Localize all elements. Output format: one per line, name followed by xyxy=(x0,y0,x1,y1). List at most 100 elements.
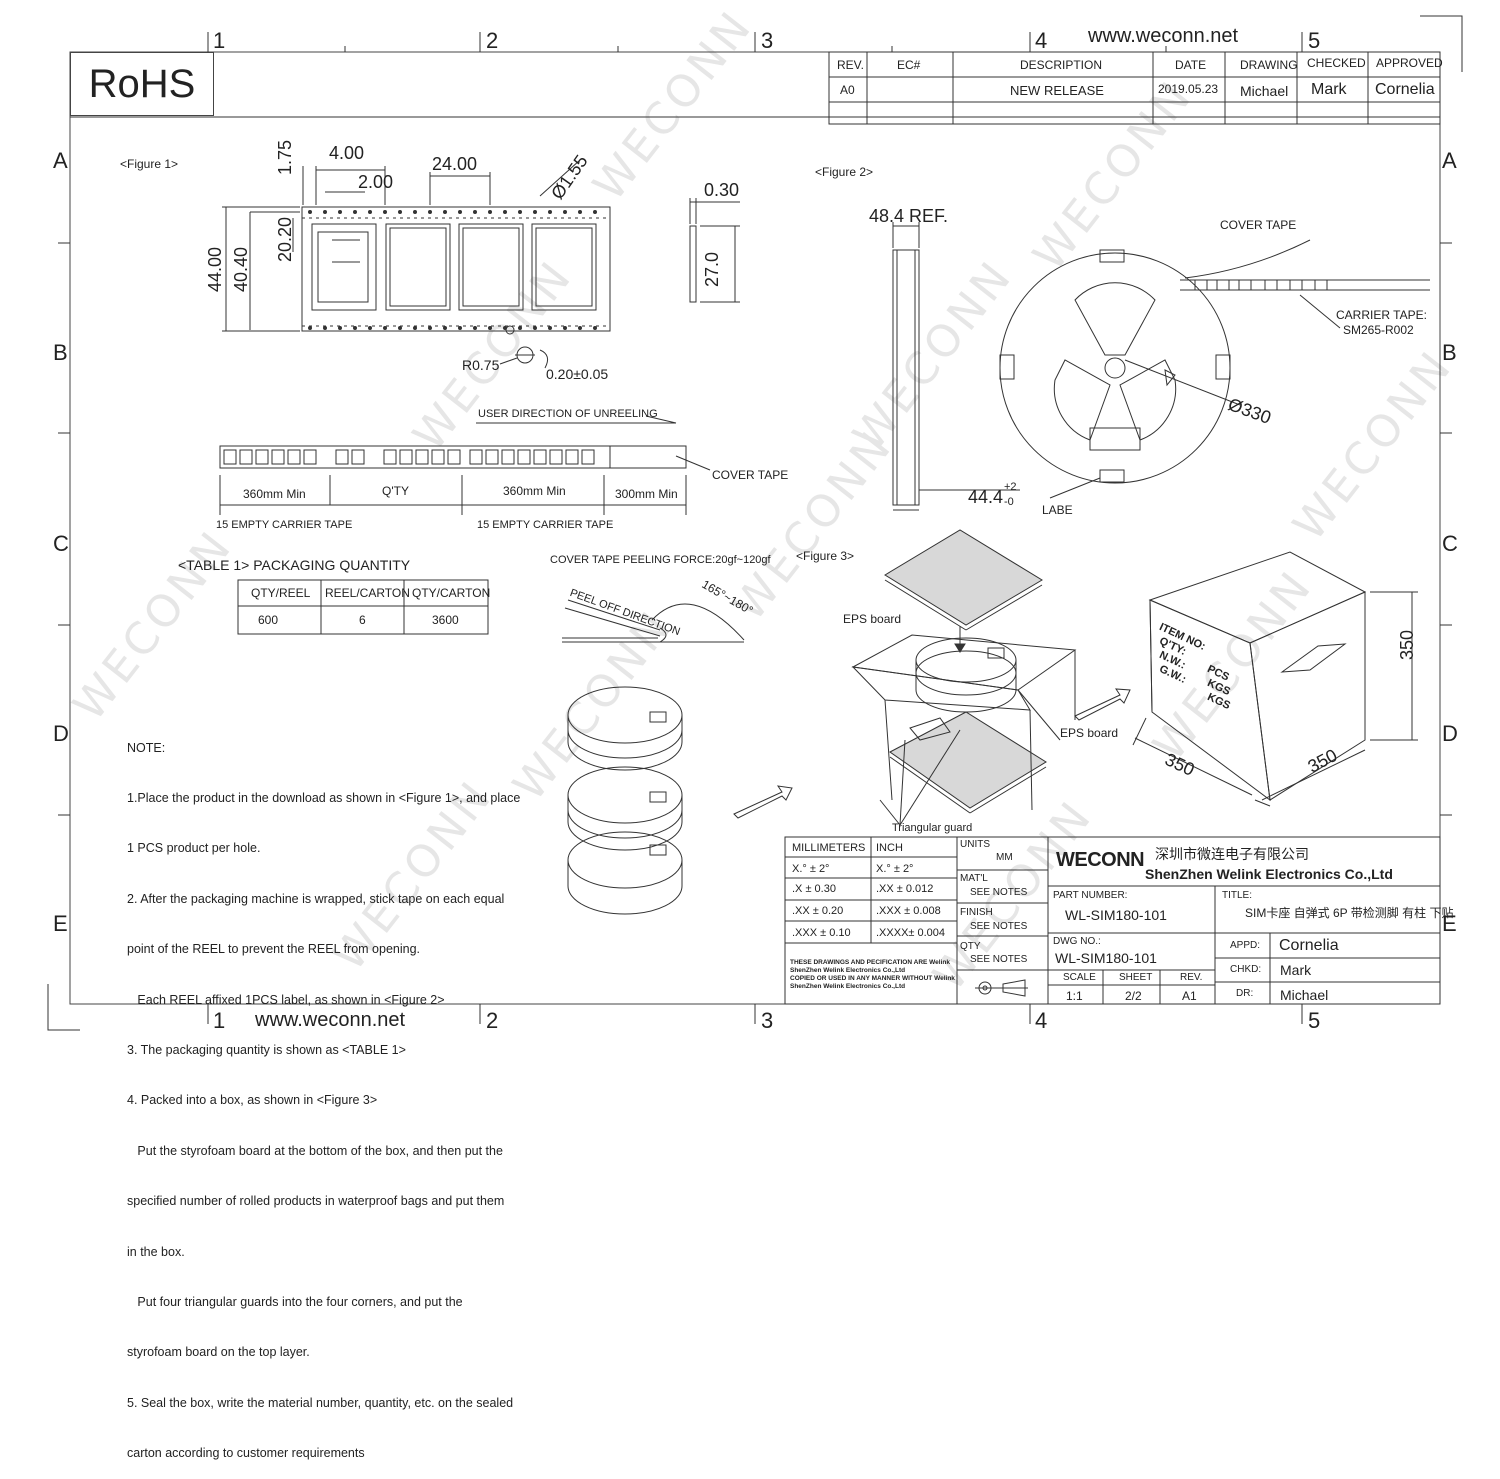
ec-header: EC# xyxy=(897,58,921,72)
segment-1: 360mm Min xyxy=(243,487,306,501)
rev-header: REV. xyxy=(837,58,864,72)
tb-tol-mm-2: .XX ± 0.20 xyxy=(792,905,844,917)
note-line: 1.Place the product in the download as s… xyxy=(127,790,521,805)
tb-tol-in-0: X.° ± 2° xyxy=(876,863,914,875)
dim-1-75: 1.75 xyxy=(275,139,295,175)
dim-27-0: 27.0 xyxy=(702,251,722,287)
dim-44-00: 44.00 xyxy=(205,246,225,292)
unreeling-direction: USER DIRECTION OF UNREELING xyxy=(478,408,658,420)
dim-0-30: 0.30 xyxy=(704,180,740,200)
tol-minus: -0 xyxy=(1004,496,1014,508)
description-header: DESCRIPTION xyxy=(1020,58,1103,72)
note-line: 3. The packaging quantity is shown as <T… xyxy=(127,1042,406,1057)
note-line: 2. After the packaging machine is wrappe… xyxy=(127,891,505,906)
table1-header-qty-carton: QTY/CARTON xyxy=(412,586,491,600)
grid-col-4: 4 xyxy=(1035,28,1048,53)
tb-disclaimer-1: ShenZhen Welink Electronics Co.,Ltd xyxy=(790,967,906,974)
note-line: Put four triangular guards into the four… xyxy=(127,1294,463,1309)
drawing-value: Michael xyxy=(1240,83,1289,99)
tb-units-value: MM xyxy=(996,852,1013,863)
table1-header-reel-carton: REEL/CARTON xyxy=(325,586,410,600)
carrier-tape-label: CARRIER TAPE: xyxy=(1336,308,1427,322)
checked-header: CHECKED xyxy=(1307,56,1366,70)
date-header: DATE xyxy=(1175,58,1207,72)
eps-board-bottom: EPS board xyxy=(1060,726,1119,740)
tb-dwg-value: WL-SIM180-101 xyxy=(1055,950,1157,966)
tb-disclaimer-3: ShenZhen Welink Electronics Co.,Ltd xyxy=(790,983,906,990)
segment-3: 360mm Min xyxy=(503,484,566,498)
dim-44-4: 44.4 xyxy=(968,487,1004,507)
tb-part-value: WL-SIM180-101 xyxy=(1065,907,1167,923)
segment-2: Q'TY xyxy=(382,484,409,498)
tb-finish-label: FINISH xyxy=(960,907,993,918)
grid-col-2-bottom: 2 xyxy=(486,1008,499,1033)
grid-row-c-right: C xyxy=(1442,531,1458,556)
tb-dr-value: Michael xyxy=(1280,987,1329,1003)
tb-inch-header: INCH xyxy=(876,842,903,854)
dim-40-40: 40.40 xyxy=(231,246,251,292)
tb-appd-value: Cornelia xyxy=(1279,937,1339,954)
segment-4: 300mm Min xyxy=(615,487,678,501)
grid-col-1-bottom: 1 xyxy=(213,1008,226,1033)
dim-r0-75: R0.75 xyxy=(462,357,500,373)
checked-value: Mark xyxy=(1311,81,1347,98)
grid-col-1: 1 xyxy=(213,28,226,53)
note-line: Each REEL affixed 1PCS label, as shown i… xyxy=(127,992,445,1007)
grid-row-d: D xyxy=(53,721,69,746)
dim-48-4-ref: 48.4 REF. xyxy=(869,206,949,226)
tb-tol-in-1: .XX ± 0.012 xyxy=(876,883,934,895)
figure2-label: <Figure 2> xyxy=(815,165,874,179)
note-line: 1 PCS product per hole. xyxy=(127,841,261,856)
company-logo: WECONN xyxy=(1056,849,1145,871)
grid-col-2: 2 xyxy=(486,28,499,53)
note-line: 5. Seal the box, write the material numb… xyxy=(127,1395,514,1410)
tb-rev-label: REV. xyxy=(1180,972,1203,983)
tb-chkd-label: CHKD: xyxy=(1230,964,1262,975)
note-line: carton according to customer requirement… xyxy=(127,1446,365,1461)
drawing-header: DRAWING xyxy=(1240,58,1298,72)
table1-header-qty-reel: QTY/REEL xyxy=(251,586,311,600)
label-callout: LABE xyxy=(1042,503,1073,517)
notes-block: NOTE: 1.Place the product in the downloa… xyxy=(127,706,520,1479)
tb-qty-value: SEE NOTES xyxy=(970,954,1028,965)
dim-0-20: 0.20±0.05 xyxy=(546,366,609,382)
note-line: Put the styrofoam board at the bottom of… xyxy=(127,1143,503,1158)
tb-units-label: UNITS xyxy=(960,839,990,850)
company-cn: 深圳市微连电子有限公司 xyxy=(1155,846,1309,862)
tb-title-value: SIM卡座 自弹式 6P 带检测脚 有柱 下贴 xyxy=(1245,906,1454,920)
tb-tol-in-2: .XXX ± 0.008 xyxy=(876,905,941,917)
tb-disclaimer-2: COPIED OR USED IN ANY MANNER WITHOUT Wel… xyxy=(790,975,955,982)
note-line: in the box. xyxy=(127,1244,185,1259)
tb-scale-label: SCALE xyxy=(1063,972,1096,983)
date-value: 2019.05.23 xyxy=(1158,82,1219,96)
grid-row-b: B xyxy=(53,340,68,365)
tb-rev-value: A1 xyxy=(1182,989,1197,1003)
grid-col-5-bottom: 5 xyxy=(1308,1008,1321,1033)
tb-sheet-value: 2/2 xyxy=(1125,989,1142,1003)
grid-col-3: 3 xyxy=(761,28,774,53)
rohs-label: RoHS xyxy=(70,52,214,116)
tb-title-label: TITLE: xyxy=(1222,890,1253,901)
note-line: specified number of rolled products in w… xyxy=(127,1194,505,1209)
rev-value: A0 xyxy=(840,83,855,97)
note-line: NOTE: xyxy=(127,740,166,755)
empty-carrier-1: 15 EMPTY CARRIER TAPE xyxy=(216,519,353,531)
grid-row-e: E xyxy=(53,911,68,936)
tb-appd-label: APPD: xyxy=(1230,940,1261,951)
tb-tol-mm-1: .X ± 0.30 xyxy=(792,883,836,895)
tb-part-label: PART NUMBER: xyxy=(1053,890,1128,901)
table1-value-qty-carton: 3600 xyxy=(432,613,459,627)
tb-chkd-value: Mark xyxy=(1280,962,1312,978)
approved-value: Cornelia xyxy=(1375,81,1435,98)
empty-carrier-2: 15 EMPTY CARRIER TAPE xyxy=(477,519,614,531)
tb-mm-header: MILLIMETERS xyxy=(792,842,866,854)
table1-value-reel-carton: 6 xyxy=(359,613,366,627)
tb-matl-label: MAT'L xyxy=(960,873,988,884)
tb-tol-in-3: .XXXX± 0.004 xyxy=(876,927,946,939)
box-dim-height: 350 xyxy=(1397,629,1417,660)
tb-dwg-label: DWG NO.: xyxy=(1053,936,1101,947)
tb-qty-label: QTY xyxy=(960,941,981,952)
tb-sheet-label: SHEET xyxy=(1119,972,1153,983)
dim-4-00: 4.00 xyxy=(329,143,365,163)
carrier-tape-code: SM265-R002 xyxy=(1343,323,1414,337)
